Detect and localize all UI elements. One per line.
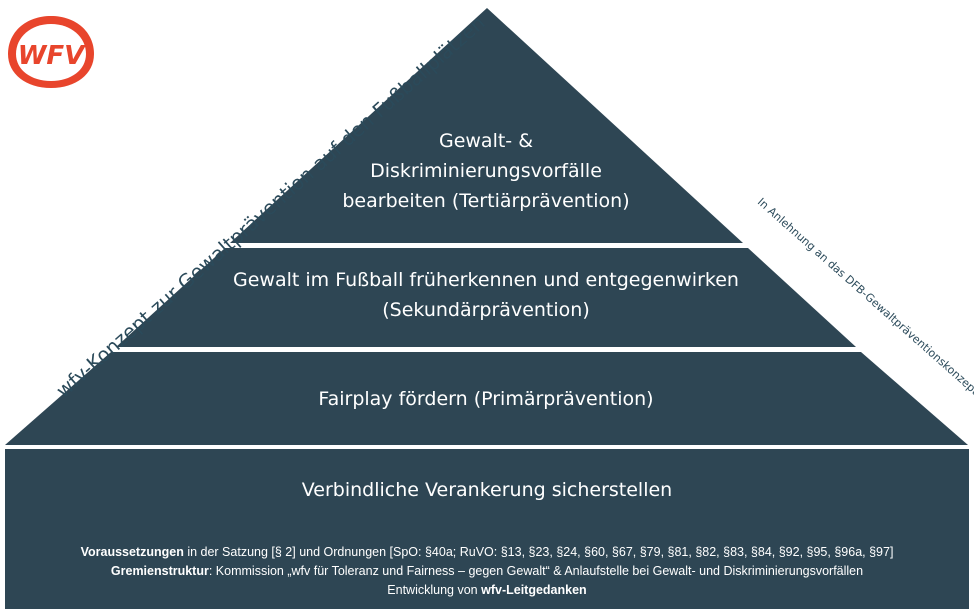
base-details: Voraussetzungen in der Satzung [§ 2] und… — [5, 543, 969, 600]
base-line-guidelines: Entwicklung von wfv-Leitgedanken — [387, 583, 587, 597]
tier-tertiary-line-2: Diskriminierungsvorfälle — [370, 160, 602, 182]
base-title: Verbindliche Verankerung sicherstellen — [301, 479, 673, 501]
tier-primary-label: Fairplay fördern (Primärprävention) — [120, 384, 852, 414]
tier-tertiary — [230, 8, 743, 243]
tier-tertiary-line-3: bearbeiten (Tertiärprävention) — [342, 190, 630, 212]
base-line-prerequisites: Voraussetzungen in der Satzung [§ 2] und… — [80, 545, 894, 559]
tier-secondary-label: Gewalt im Fußball früherkennen und entge… — [170, 265, 802, 325]
tier-primary — [5, 352, 968, 445]
base-line-committee: Gremienstruktur: Kommission „wfv für Tol… — [110, 564, 864, 578]
tier-secondary-line-2: (Sekundärprävention) — [382, 299, 590, 321]
wfv-logo: WFV — [8, 16, 94, 88]
base-foundation: Verbindliche Verankerung sicherstellen V… — [5, 449, 969, 609]
tier-tertiary-line-1: Gewalt- & — [438, 130, 534, 152]
tier-tertiary-label: Gewalt- & Diskriminierungsvorfälle bearb… — [300, 126, 672, 216]
prevention-pyramid — [5, 8, 968, 445]
logo-text: WFV — [18, 41, 86, 71]
tier-secondary — [116, 248, 856, 347]
tier-primary-line-1: Fairplay fördern (Primärprävention) — [318, 388, 654, 410]
tier-secondary-line-1: Gewalt im Fußball früherkennen und entge… — [233, 269, 739, 291]
